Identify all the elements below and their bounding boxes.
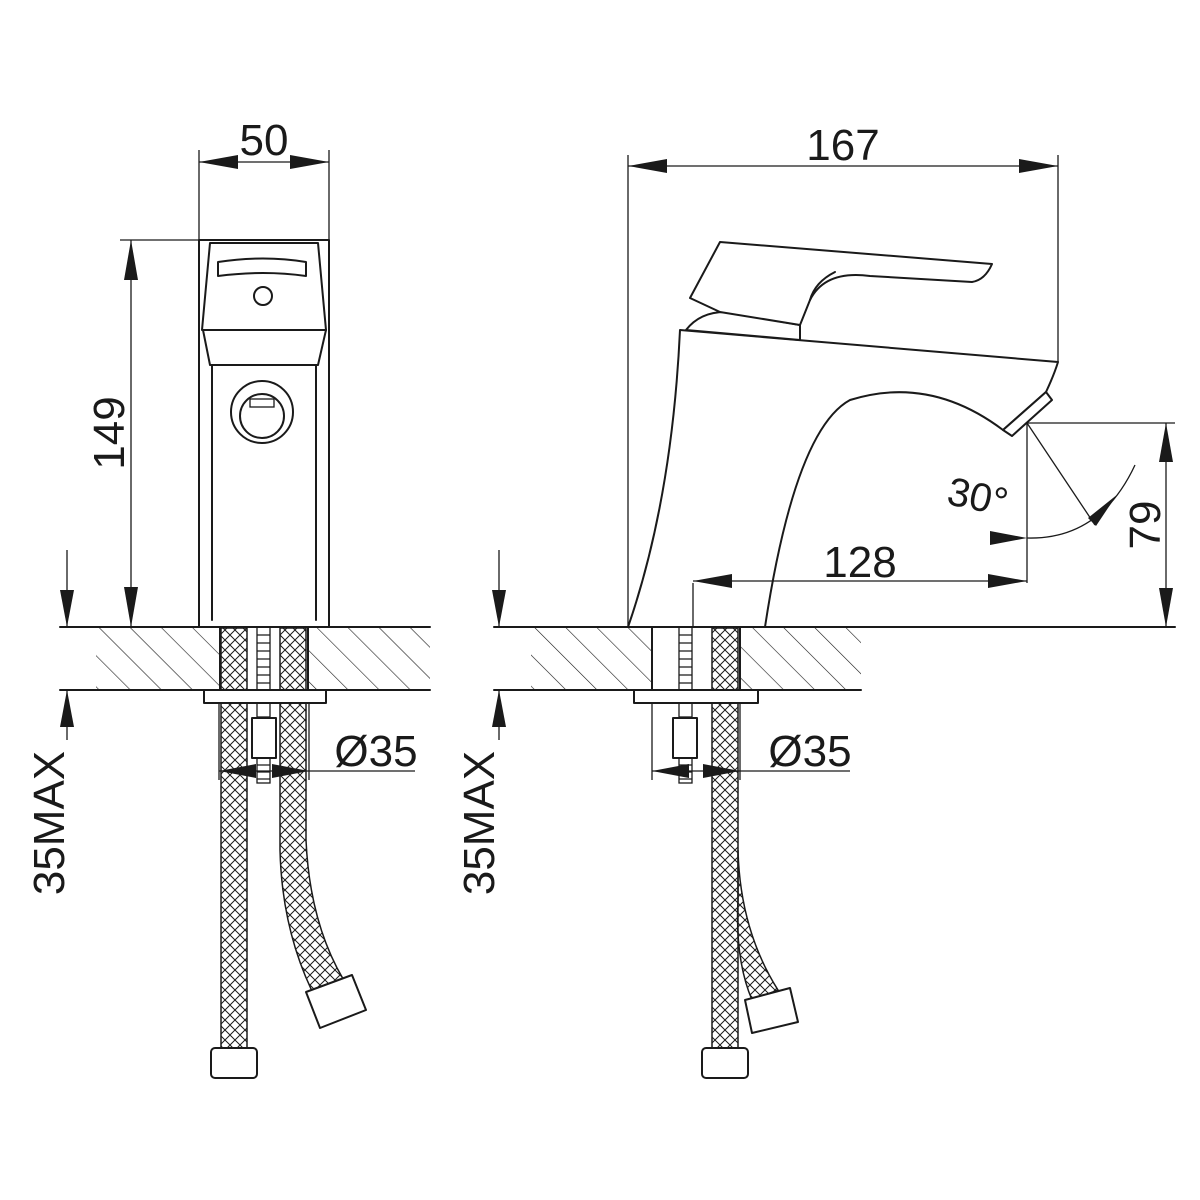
faucet-front-body: [198, 239, 330, 628]
dim-label-thickness-right: 35MAX: [455, 751, 504, 895]
dim-spout-height: 79: [1027, 422, 1175, 627]
dim-thickness-right: 35MAX: [455, 550, 506, 895]
hose-fitting-left-a: [210, 1047, 258, 1079]
dim-reach-side: 128: [692, 423, 1028, 627]
dim-label-reach-side: 128: [823, 538, 896, 587]
faucet-side-body: [627, 241, 1059, 628]
mounting-hardware-right: [633, 626, 799, 1079]
dim-height-front: 149: [85, 239, 210, 627]
dim-width-front: 50: [198, 116, 330, 240]
dim-hole-right: Ø35: [651, 703, 852, 780]
mounting-hardware-left: [203, 626, 367, 1079]
front-view: 50 149 35MAX Ø35: [25, 116, 431, 1079]
dim-label-spout-angle: 30°: [944, 469, 1012, 525]
handle-pin-icon: [253, 286, 273, 306]
nut-left: [251, 717, 277, 759]
hose-upper-left-a: [220, 627, 248, 691]
hose-right-b: [736, 849, 780, 1001]
dim-label-hole-left: Ø35: [334, 727, 417, 776]
side-view: 167 128 79 30°: [455, 121, 1176, 1079]
dim-hole-left: Ø35: [218, 703, 418, 780]
dim-label-thickness-left: 35MAX: [25, 751, 74, 895]
aerator-inner-icon: [239, 393, 285, 439]
hose-fitting-right-a: [701, 1047, 749, 1079]
dim-label-length-side: 167: [806, 121, 879, 170]
dim-label-width-front: 50: [240, 116, 289, 165]
dim-spout-angle: 30°: [944, 422, 1136, 545]
aerator-outer-icon: [230, 380, 294, 444]
hose-upper-left-b: [279, 627, 307, 691]
hose-fitting-right-b: [744, 987, 799, 1034]
hose-left-a: [220, 702, 248, 1049]
hose-right-a: [711, 702, 739, 1049]
dim-label-height-front: 149: [85, 396, 134, 469]
dim-label-hole-right: Ø35: [768, 727, 851, 776]
dim-label-spout-height: 79: [1121, 501, 1170, 550]
nut-right: [672, 717, 698, 759]
dim-thickness-left: 35MAX: [25, 550, 74, 895]
hose-upper-right: [711, 627, 739, 691]
hose-fitting-left-b: [305, 974, 367, 1029]
dim-length-side: 167: [627, 121, 1059, 627]
